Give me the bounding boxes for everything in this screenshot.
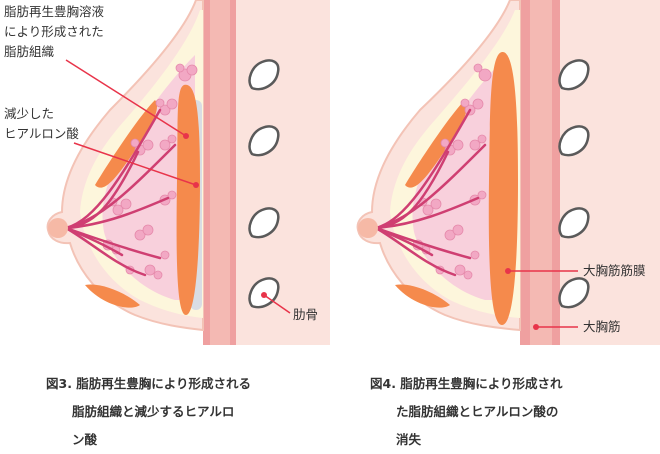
leader-dot [261,292,267,298]
caption-line: 図3. 脂肪再生豊胸により形成される [46,376,252,391]
rib-shape [558,277,590,309]
label-pec-fascia: 大胸筋筋膜 [583,263,646,278]
label-line: 脂肪組織 [4,44,55,59]
nipple [48,218,68,238]
leader-dot [183,133,189,139]
rib-shape [248,207,280,239]
fat-blob [395,284,450,308]
injected-fat-tissue [176,84,200,316]
label-line: により形成された [4,24,104,39]
leader-lines [508,270,578,328]
fat-blob [405,100,468,188]
mammary-gland [102,55,195,300]
ribs [248,59,280,309]
figure-3 [46,0,330,345]
caption-line: た脂肪組織とヒアルロン酸の [396,404,559,419]
milk-ducts [374,108,487,277]
rib-shape [248,59,280,91]
label-line: ヒアルロン酸 [4,126,79,141]
label-pec-muscle: 大胸筋 [583,319,621,334]
caption-line: ン酸 [72,432,98,447]
label-rib: 肋骨 [293,307,319,322]
injected-fat-tissue [488,51,518,326]
caption-line: 消失 [396,432,422,447]
caption-figure-4: 図4. 脂肪再生豊胸により形成され た脂肪組織とヒアルロン酸の 消失 [370,370,563,454]
label-injected-fat: 脂肪再生豊胸溶液 により形成された 脂肪組織 [4,2,104,62]
figure-4 [356,0,660,345]
rib-shape [248,125,280,157]
rib-shape [558,125,590,157]
label-line: 減少した [4,106,55,121]
caption-line: 図4. 脂肪再生豊胸により形成され [370,376,563,391]
pectoral-muscle-inner [530,0,552,345]
mammary-gland [412,55,508,300]
leader-dot [193,182,199,188]
pectoral-muscle-inner [210,0,230,345]
fat-blob [85,284,140,308]
label-line: 脂肪再生豊胸溶液 [4,4,105,19]
ribs [558,59,590,309]
nipple [358,218,378,238]
leader-lines [65,59,291,314]
leader-dot [533,324,539,330]
rib-shape [558,207,590,239]
milk-ducts [64,108,177,277]
leader-dot [505,268,511,274]
lobule-clusters [102,63,198,280]
caption-line: 脂肪組織と減少するヒアルロ [72,404,235,419]
rib-shape [558,59,590,91]
fat-blob [95,100,158,188]
label-hyaluronic: 減少した ヒアルロン酸 [4,104,79,144]
caption-figure-3: 図3. 脂肪再生豊胸により形成される 脂肪組織と減少するヒアルロ ン酸 [46,370,251,454]
